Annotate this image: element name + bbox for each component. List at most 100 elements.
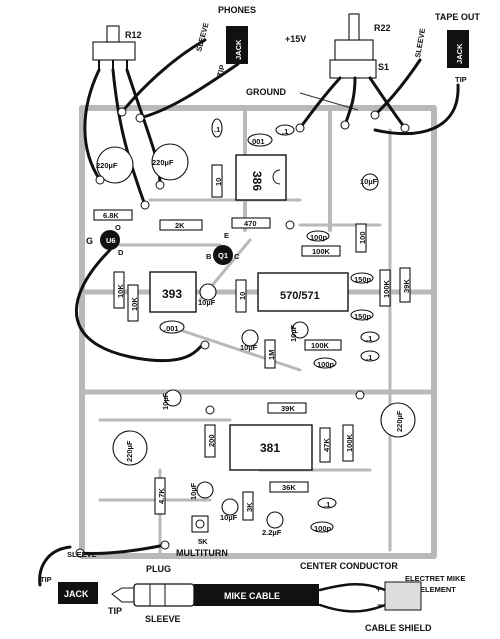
resistor-3k: 3K [242, 491, 254, 521]
cap-point1-d-label: .1 [214, 125, 220, 134]
resistor-10k-a-label: 10K [116, 284, 125, 298]
wire-cable-shield [318, 603, 387, 613]
mic-plug: PLUG TIP SLEEVE [108, 564, 195, 624]
wire-r12-mid [111, 68, 147, 207]
cap-10uf-4: 10µF [360, 173, 379, 191]
resistor-6-8k-label: 6.8K [103, 211, 119, 220]
electret-minus: − [377, 600, 382, 610]
resistor-47k: 47K [319, 427, 331, 463]
resistor-10-b-label: 10 [238, 292, 247, 300]
phones-label: PHONES [218, 5, 256, 15]
electret-mike: + − ELECTRET MIKE ELEMENT [376, 574, 465, 611]
resistor-2k-label: 2K [175, 221, 185, 230]
q1-c-label: C [234, 252, 240, 261]
cap-150p-a-label: 150p [354, 275, 372, 284]
u6-d-label: D [118, 248, 124, 257]
mic-jack-tip-label: TIP [40, 575, 52, 584]
cap-point1-d: .1 [211, 118, 223, 138]
cap-point1-c: .1 [275, 124, 295, 136]
phones-tip-label: TIP [215, 64, 227, 78]
resistor-1m: 1M [264, 339, 276, 369]
plus15v-label: +15V [285, 34, 306, 44]
cap-10uf-6: 10µF [189, 481, 214, 500]
cap-10uf-4-label: 10µF [360, 177, 378, 186]
cap-point1-c-label: .1 [282, 127, 288, 136]
cap-10uf-3-label: 10µF [289, 324, 298, 342]
mike-cable: MIKE CABLE [194, 584, 319, 606]
tape-out-jack-body [447, 30, 469, 68]
ic-386: 386 [235, 154, 287, 201]
multiturn-trimmer[interactable]: 5K MULTITURN [176, 515, 228, 558]
solder-pads [75, 107, 410, 558]
cap-220uf-c-label: 220µF [125, 440, 134, 462]
cap-point1-e: .1 [317, 497, 337, 509]
cap-220uf-b: 220µF [151, 143, 189, 181]
q1-e-label: E [224, 231, 229, 240]
cap-point1-b: .1 [360, 350, 380, 362]
resistor-10-b: 10 [235, 279, 247, 313]
electret-body [384, 581, 422, 611]
r22-label: R22 [374, 23, 391, 33]
wire-jack-sleeve [76, 543, 167, 555]
plug-tip [111, 587, 135, 603]
cap-10uf-6-label: 10µF [189, 482, 198, 500]
phones-sleeve-label: SLEEVE [194, 22, 210, 53]
mic-jack-body [58, 582, 98, 604]
mike-cable-body [194, 584, 319, 606]
ic-381-label: 381 [260, 441, 280, 455]
cap-100p-c-label: 100p [314, 524, 332, 533]
trace-diag-1 [178, 328, 302, 372]
s1-label: S1 [378, 62, 389, 72]
resistor-47k-label: 47K [322, 438, 331, 452]
cap-10uf-2-label: 10µF [240, 343, 258, 352]
cap-2-2uf-label: 2.2µF [262, 528, 282, 537]
resistor-10k-a: 10K [113, 271, 125, 309]
resistor-39k-a: 39K [399, 267, 411, 303]
plug-label: PLUG [146, 564, 171, 574]
cap-10uf-1: 10µF [198, 283, 217, 307]
cap-220uf-a-label: 220µF [96, 161, 118, 170]
wire-s1-a [298, 76, 342, 130]
cap-220uf-a: 220µF [96, 146, 134, 184]
cap-100p-b-label: 100p [317, 360, 335, 369]
tape-out-sleeve-label: SLEEVE [413, 28, 427, 59]
q1-label: Q1 [218, 251, 228, 260]
resistor-39k-a-label: 39K [402, 279, 411, 293]
wire-tape-tip [373, 83, 460, 136]
resistor-100k-b: 100K [379, 269, 391, 307]
cap-100p-b: 100p [313, 357, 337, 369]
cap-point1-b-label: .1 [366, 353, 372, 362]
tape-out-tip-label: TIP [455, 75, 467, 84]
cap-001-b: .001 [159, 320, 185, 334]
ic-386-label: 386 [250, 171, 264, 191]
cap-220uf-d: 220µF [380, 402, 416, 438]
cap-001-a: .001 [247, 133, 273, 147]
cap-100p-a-label: 100p [310, 233, 328, 242]
resistor-470-label: 470 [244, 219, 257, 228]
cap-point1-a: .1 [360, 331, 380, 343]
u6-o-label: O [115, 223, 121, 232]
mic-jack: SLEEVE TIP JACK [40, 550, 98, 604]
trimmer-5k-label: 5K [198, 537, 208, 546]
electret-plus: + [376, 584, 381, 594]
resistor-10k-b-label: 10K [130, 297, 139, 311]
ic-393: 393 [149, 271, 197, 313]
cap-2-2uf: 2.2µF [262, 511, 284, 537]
resistor-36k: 36K [269, 481, 309, 493]
resistor-4-7k-label: 4.7K [157, 488, 166, 504]
hookup-wires [38, 38, 460, 613]
resistor-100k-c: 100K [304, 339, 342, 351]
cap-point1-e-label: .1 [324, 500, 330, 509]
mic-jack-label: JACK [64, 589, 89, 599]
resistor-36k-label: 36K [282, 483, 296, 492]
electret-label-2: ELEMENT [420, 585, 456, 594]
ic-393-label: 393 [162, 287, 182, 301]
resistor-39k-b-label: 39K [281, 404, 295, 413]
resistor-10-a-label: 10 [214, 178, 223, 186]
cap-10uf-7: 10µF [220, 498, 239, 522]
phones-jack-body [226, 26, 248, 64]
wire-u6-loop [75, 248, 207, 363]
resistor-10-a: 10 [211, 164, 223, 198]
resistor-100-label: 100 [358, 231, 367, 244]
